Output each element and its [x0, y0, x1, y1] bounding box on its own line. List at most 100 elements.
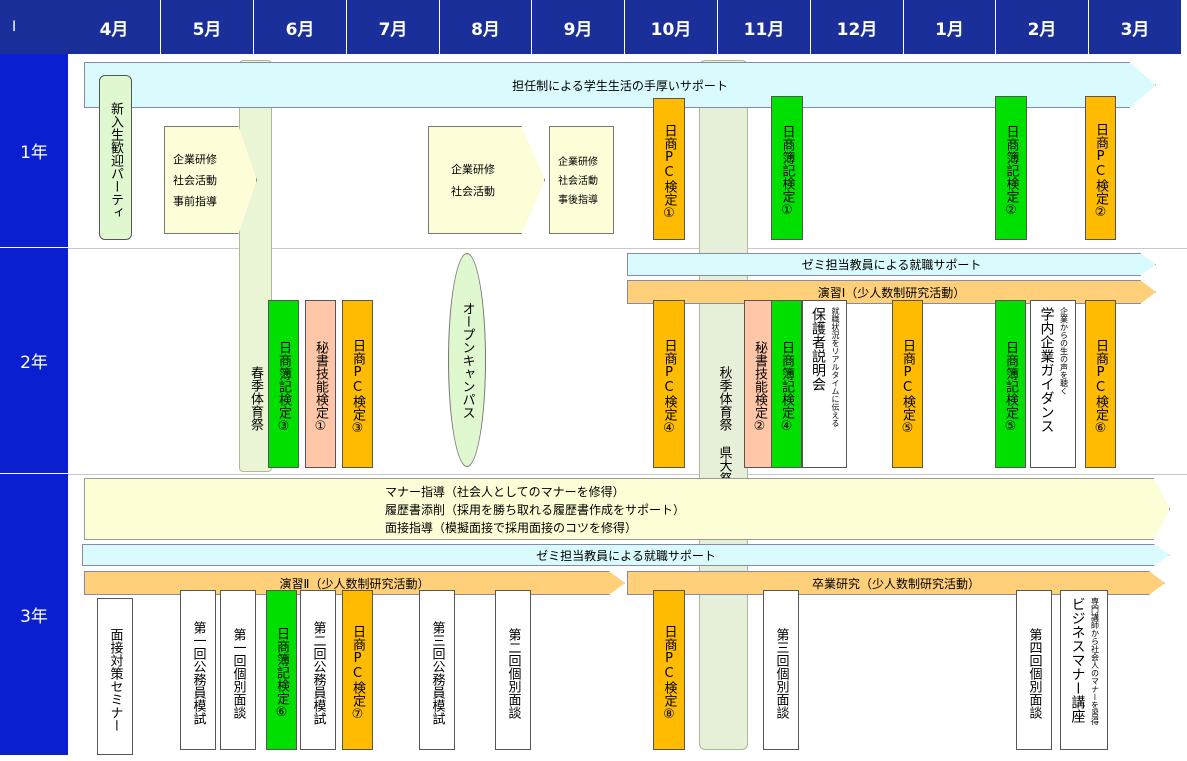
y1-training-pre-line: 企業研修 [173, 153, 217, 166]
month-header-feb: 2月 [996, 0, 1089, 54]
month-header-jul: 7月 [347, 0, 440, 54]
y2-open-campus-label: オープンキャンパス [459, 301, 475, 419]
y1-training-pre: 企業研修 社会活動 事前指導 [164, 126, 257, 234]
y1-training-post-text: 企業研修 社会活動 事後指導 [558, 153, 598, 210]
y2-zemi-support-label: ゼミ担当教員による就職サポート [801, 258, 982, 272]
y1-pc-exam-1-label: 日商PC検定① [661, 123, 677, 221]
year-1-label: 1年 [0, 54, 68, 248]
y2-secretary-exam-1-label: 秘書技能検定① [313, 340, 328, 434]
y3-guidance-line: 面接指導（模擬面接で採用面接のコツを修得） [385, 521, 638, 535]
y1-boki-exam-1-label: 日商簿記検定① [779, 124, 795, 218]
month-header-aug: 8月 [440, 0, 532, 54]
y1-training-post-line: 社会活動 [558, 176, 598, 187]
month-header-dec: 12月 [811, 0, 904, 54]
y3-interview-3-label: 第三回個別面談 [773, 627, 789, 719]
y2-boki-exam-5-label: 日商簿記検定⑤ [1003, 340, 1018, 434]
y3-civil-mock-1: 第一回公務員模試 [180, 590, 216, 750]
y2-boki-exam-3-label: 日商簿記検定③ [276, 340, 291, 434]
y3-civil-mock-3-label: 第三回公務員模試 [429, 621, 445, 725]
y2-secretary-exam-2-label: 秘書技能検定② [752, 340, 767, 434]
y1-training-post-line: 事後指導 [558, 195, 598, 206]
autumn-sports-band: 秋季体育祭 県大祭 [699, 60, 748, 750]
y2-boki-exam-4: 日商簿記検定④ [771, 300, 802, 468]
y1-boki-exam-2: 日商簿記検定② [995, 96, 1027, 240]
month-header-apr: 4月 [68, 0, 161, 54]
y3-guidance-line: 履歴書添削（採用を勝ち取れる履歴書作成をサポート） [385, 503, 686, 517]
y2-boki-exam-4-label: 日商簿記検定④ [779, 340, 794, 434]
y3-interview-4-label: 第四回個別面談 [1026, 627, 1042, 719]
y3-civil-mock-3: 第三回公務員模試 [419, 590, 455, 750]
header-corner: I [0, 0, 68, 54]
y1-training-text: 企業研修 社会活動 [451, 159, 495, 203]
month-header-mar: 3月 [1089, 0, 1182, 54]
y1-pc-exam-2: 日商PC検定② [1085, 96, 1116, 240]
month-header-nov: 11月 [718, 0, 811, 54]
y3-business-manner-main: ビジネスマナー講座 [1069, 597, 1086, 723]
y1-welcome-party-label: 新入生歓迎パーティ [108, 102, 123, 219]
y3-pc-exam-8-label: 日商PC検定⑧ [661, 624, 677, 722]
y3-interview-2: 第二回個別面談 [495, 590, 531, 750]
y3-interview-1-label: 第一回個別面談 [230, 627, 246, 719]
y3-civil-mock-1-label: 第一回公務員模試 [190, 621, 206, 725]
y3-pc-exam-7: 日商PC検定⑦ [342, 590, 373, 750]
y1-training-pre-text: 企業研修 社会活動 事前指導 [173, 149, 217, 212]
y3-seminar2-label: 演習Ⅱ（少人数制研究活動） [279, 576, 430, 591]
y2-company-guidance-main: 学内企業ガイダンス [1038, 307, 1055, 433]
y1-boki-exam-1: 日商簿記検定① [771, 96, 803, 240]
y2-company-guidance-sub: 企業からの生の声を聴く [1059, 307, 1069, 395]
y2-open-campus: オープンキャンパス [448, 253, 486, 467]
spring-sports-band: 春季体育祭 [239, 60, 272, 472]
y1-pc-exam-2-label: 日商PC検定② [1093, 122, 1108, 220]
y2-zemi-support-arrow: ゼミ担当教員による就職サポート [627, 253, 1156, 276]
y3-pc-exam-8: 日商PC検定⑧ [653, 590, 685, 750]
month-header-jun: 6月 [254, 0, 347, 54]
y3-interview-seminar-label: 面接対策セミナー [107, 627, 123, 732]
y3-civil-mock-2: 第二回公務員模試 [300, 590, 336, 750]
y3-interview-2-label: 第二回個別面談 [505, 627, 521, 719]
y2-pc-exam-4-label: 日商PC検定④ [661, 338, 677, 436]
y1-training-post-line: 企業研修 [558, 157, 598, 168]
y1-support-arrow-label: 担任制による学生生活の手厚いサポート [512, 78, 728, 93]
year-2-label: 2年 [0, 248, 68, 474]
y2-seminar1-label: 演習Ⅰ（少人数制研究活動） [817, 285, 966, 300]
y3-interview-3: 第三回個別面談 [763, 590, 799, 750]
y3-zemi-support-arrow: ゼミ担当教員による就職サポート [82, 544, 1170, 566]
y2-pc-exam-3: 日商PC検定③ [342, 300, 373, 468]
y1-training-pre-line: 事前指導 [173, 195, 217, 208]
y3-pc-exam-7-label: 日商PC検定⑦ [350, 624, 365, 722]
y3-interview-4: 第四回個別面談 [1016, 590, 1052, 750]
y1-training-post: 企業研修 社会活動 事後指導 [549, 126, 614, 234]
y2-boki-exam-3: 日商簿記検定③ [268, 300, 299, 468]
y3-interview-seminar: 面接対策セミナー [97, 598, 133, 755]
y3-civil-mock-2-label: 第二回公務員模試 [310, 621, 326, 725]
y2-pc-exam-5-label: 日商PC検定⑤ [900, 338, 915, 436]
y1-pc-exam-1: 日商PC検定① [653, 98, 685, 240]
month-header-sep: 9月 [532, 0, 625, 54]
y2-parents-meeting: 就職状況をリアルタイムに伝える 保護者説明会 [802, 300, 847, 468]
y2-pc-exam-5: 日商PC検定⑤ [892, 300, 923, 468]
y2-pc-exam-3-label: 日商PC検定③ [350, 338, 365, 436]
y3-guidance-text: マナー指導（社会人としてのマナーを修得） 履歴書添削（採用を勝ち取れる履歴書作成… [385, 483, 685, 537]
y3-zemi-support-label: ゼミ担当教員による就職サポート [536, 548, 716, 563]
y2-pc-exam-4: 日商PC検定④ [653, 300, 685, 468]
spring-sports-label: 春季体育祭 [248, 366, 263, 431]
y2-pc-exam-6-label: 日商PC検定⑥ [1093, 338, 1108, 436]
y3-boki-exam-6: 日商簿記検定⑥ [266, 590, 297, 750]
month-header-oct: 10月 [625, 0, 718, 54]
y1-support-arrow: 担任制による学生生活の手厚いサポート [84, 62, 1156, 108]
y1-training-line: 社会活動 [451, 185, 495, 198]
autumn-sports-label-wrap: 秋季体育祭 県大祭 [702, 366, 746, 506]
y2-boki-exam-5: 日商簿記検定⑤ [995, 300, 1026, 468]
y2-secretary-exam-1: 秘書技能検定① [305, 300, 336, 468]
y2-parents-meeting-sub: 就職状況をリアルタイムに伝える [831, 307, 840, 427]
y1-training: 企業研修 社会活動 [428, 126, 545, 234]
header-corner-label: I [12, 19, 17, 35]
y3-guidance-line: マナー指導（社会人としてのマナーを修得） [385, 485, 625, 499]
y3-business-manner-sub: 専門講師から社会人のマナーを習得 [1090, 597, 1100, 725]
y2-parents-meeting-main: 保護者説明会 [810, 307, 826, 391]
month-header-jan: 1月 [904, 0, 996, 54]
y1-training-line: 企業研修 [451, 163, 495, 176]
y3-boki-exam-6-label: 日商簿記検定⑥ [274, 626, 289, 720]
year-3-label: 3年 [0, 474, 68, 756]
y1-boki-exam-2-label: 日商簿記検定② [1003, 124, 1019, 218]
